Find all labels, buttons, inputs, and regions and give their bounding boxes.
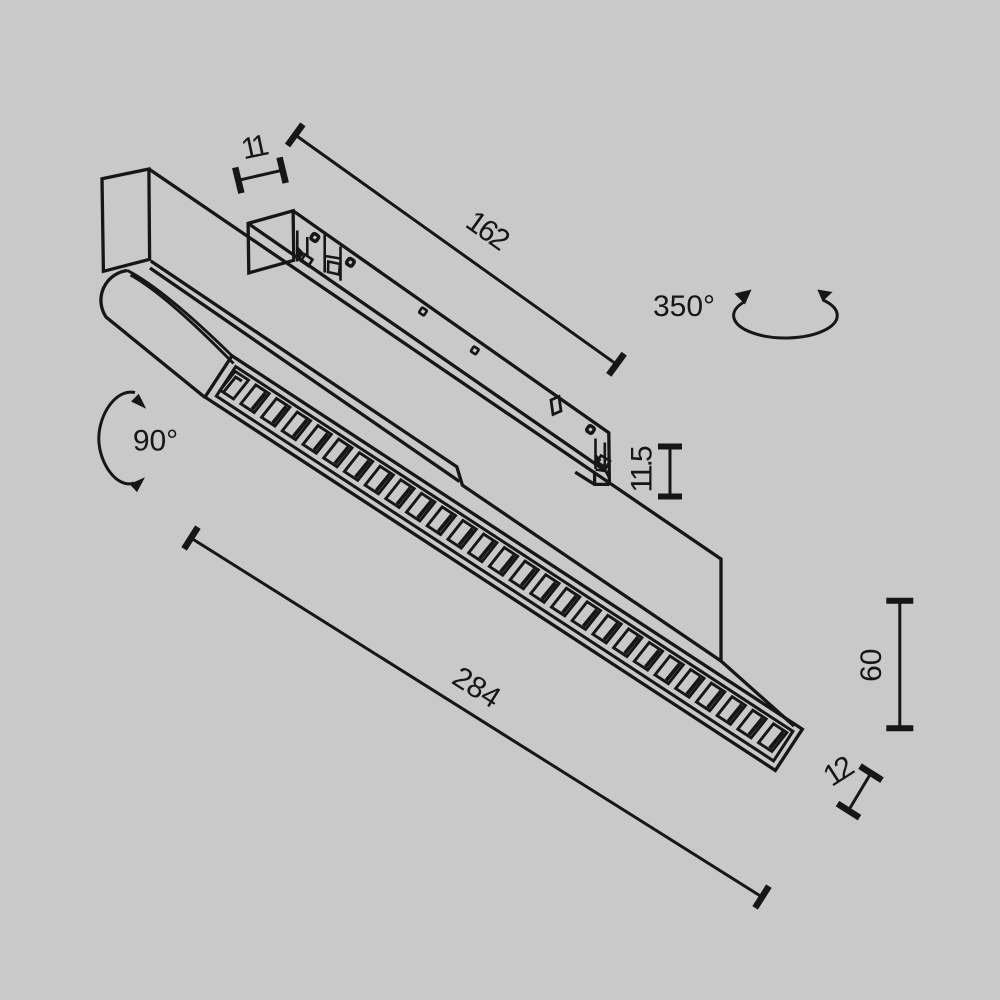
svg-text:350°: 350° <box>653 290 715 323</box>
svg-text:90°: 90° <box>133 424 178 457</box>
svg-text:60: 60 <box>855 649 888 682</box>
svg-text:11.5: 11.5 <box>626 446 659 492</box>
